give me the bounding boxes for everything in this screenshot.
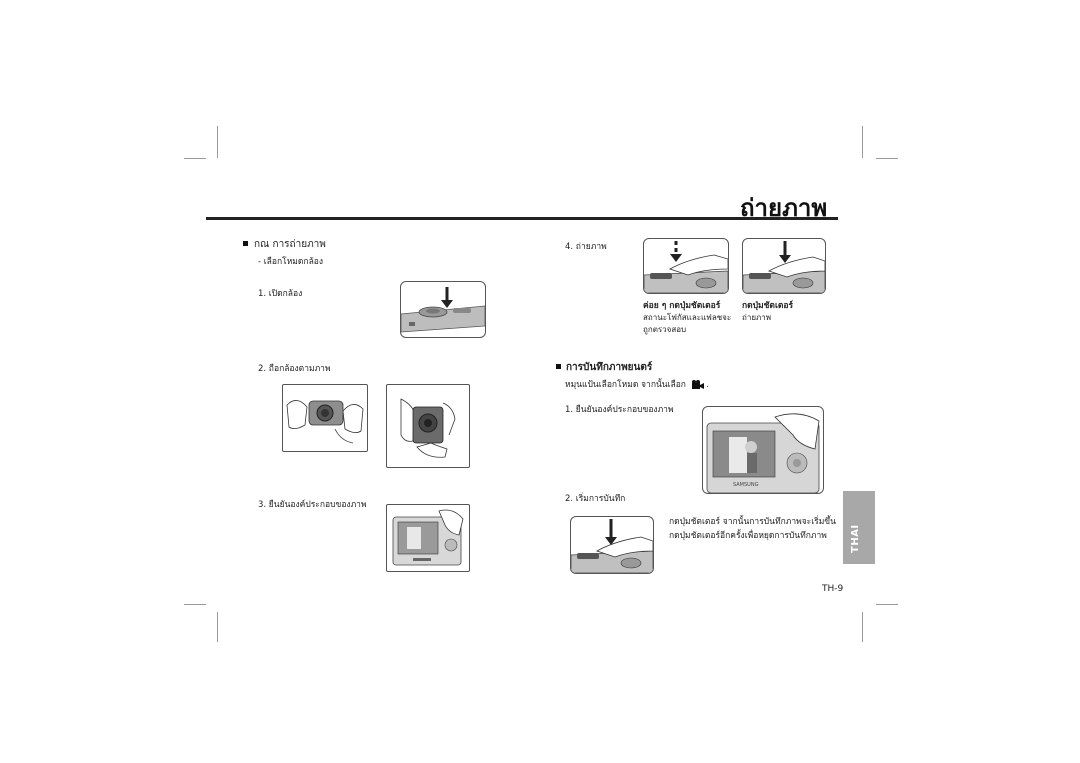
bullet-icon xyxy=(556,364,561,369)
crop-mark xyxy=(862,126,863,158)
figure-half-press xyxy=(643,238,729,294)
movie-camera-icon xyxy=(691,379,704,389)
step-2-label: 2. ถือกล้องตามภาพ xyxy=(258,364,331,374)
crop-mark xyxy=(184,158,206,159)
mode-select-note: - เลือกโหมดกล้อง xyxy=(258,257,324,267)
camera-back-lcd-illustration xyxy=(392,509,464,566)
figure-movie-record xyxy=(570,516,654,574)
figure-hold-camera-vertical xyxy=(386,384,470,468)
page-title: ถ่ายภาพ xyxy=(740,194,828,222)
movie-mode-note: หมุนแป้นเลือกโหมด จากนั้นเลือก . xyxy=(565,377,709,391)
section-heading-movie: การบันทึกภาพยนตร์ xyxy=(566,362,653,373)
half-press-desc-1: สถานะโฟกัสและแฟลชจะ xyxy=(643,313,732,322)
step-3-label: 3. ยืนยันองค์ประกอบของภาพ xyxy=(258,500,367,510)
movie-step-2-label: 2. เริ่มการบันทึก xyxy=(565,494,626,504)
step-1-label: 1. เปิดกล้อง xyxy=(258,289,303,299)
page-number: TH-9 xyxy=(822,584,844,594)
half-press-shutter-illustration xyxy=(644,241,728,293)
half-press-title: ค่อย ๆ กดปุ่มชัตเตอร์ xyxy=(643,301,721,311)
movie-mode-note-end: . xyxy=(706,380,710,390)
crop-mark xyxy=(862,612,863,642)
crop-mark xyxy=(184,604,206,605)
step-4-label: 4. ถ่ายภาพ xyxy=(565,242,607,252)
camera-brand: SAMSUNG xyxy=(733,482,759,488)
figure-hold-camera-horizontal xyxy=(282,384,368,452)
bullet-icon xyxy=(243,241,248,246)
record-shutter-illustration xyxy=(571,519,653,573)
movie-note-1: กดปุ่มชัตเตอร์ จากนั้นการบันทึกภาพจะเริ่… xyxy=(669,517,836,527)
language-tab-label: THAI xyxy=(850,524,861,553)
movie-step-1-label: 1. ยืนยันองค์ประกอบของภาพ xyxy=(565,405,674,415)
crop-mark xyxy=(876,158,898,159)
camera-top-illustration xyxy=(401,287,485,333)
movie-mode-note-text: หมุนแป้นเลือกโหมด จากนั้นเลือก xyxy=(565,380,686,390)
figure-compose-shot xyxy=(386,504,470,572)
crop-mark xyxy=(876,604,898,605)
section-heading-shooting: กณ การถ่ายภาพ xyxy=(254,239,326,250)
figure-movie-compose: SAMSUNG xyxy=(702,406,824,494)
movie-note-2: กดปุ่มชัตเตอร์อีกครั้งเพื่อหยุดการบันทึก… xyxy=(669,531,827,541)
crop-mark xyxy=(217,612,218,642)
language-tab: THAI xyxy=(843,491,875,564)
full-press-title: กดปุ่มชัตเตอร์ xyxy=(742,301,794,311)
figure-power-on xyxy=(400,281,486,338)
half-press-desc-2: ถูกตรวจสอบ xyxy=(643,325,687,334)
full-press-desc: ถ่ายภาพ xyxy=(742,313,772,322)
title-rule xyxy=(206,217,838,220)
hands-holding-camera-illustration xyxy=(286,400,364,444)
full-press-shutter-illustration xyxy=(743,241,825,293)
figure-full-press xyxy=(742,238,826,294)
crop-mark xyxy=(217,126,218,158)
hands-holding-camera-vertical-illustration xyxy=(400,398,456,458)
camera-back-movie-illustration: SAMSUNG xyxy=(706,413,820,493)
